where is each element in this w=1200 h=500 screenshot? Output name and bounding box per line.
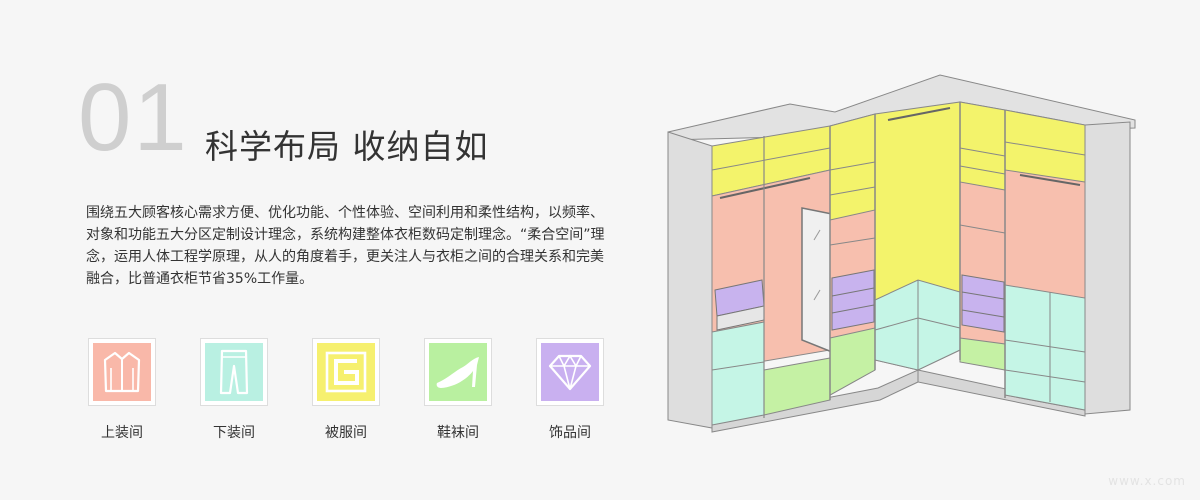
watermark: www.x.com [1108,474,1186,488]
bedding-icon [317,343,375,401]
category-bottoms[interactable]: 下装间 [200,338,268,442]
category-shoes[interactable]: 鞋袜间 [424,338,492,442]
category-bedding[interactable]: 被服间 [312,338,380,442]
jacket-icon [93,343,151,401]
category-tile [312,338,380,406]
category-tops[interactable]: 上装间 [88,338,156,442]
category-accessories[interactable]: 饰品间 [536,338,604,442]
category-label: 鞋袜间 [437,425,479,441]
wardrobe-illustration [667,74,1136,433]
category-list: 上装间 下装间 被服间 [88,338,608,448]
high-heel-icon [429,343,487,401]
category-tile [536,338,604,406]
section-title: 科学布局 收纳自如 [205,127,489,166]
category-label: 上装间 [101,425,143,441]
category-label: 被服间 [325,425,367,441]
category-tile [424,338,492,406]
diamond-icon [541,343,599,401]
trousers-icon [205,343,263,401]
category-label: 下装间 [213,425,255,441]
category-label: 饰品间 [549,425,591,441]
category-tile [200,338,268,406]
section-description: 围绕五大顾客核心需求方便、优化功能、个性体验、空间利用和柔性结构，以频率、对象和… [86,205,605,287]
section-number: 01 [78,64,189,171]
category-tile [88,338,156,406]
